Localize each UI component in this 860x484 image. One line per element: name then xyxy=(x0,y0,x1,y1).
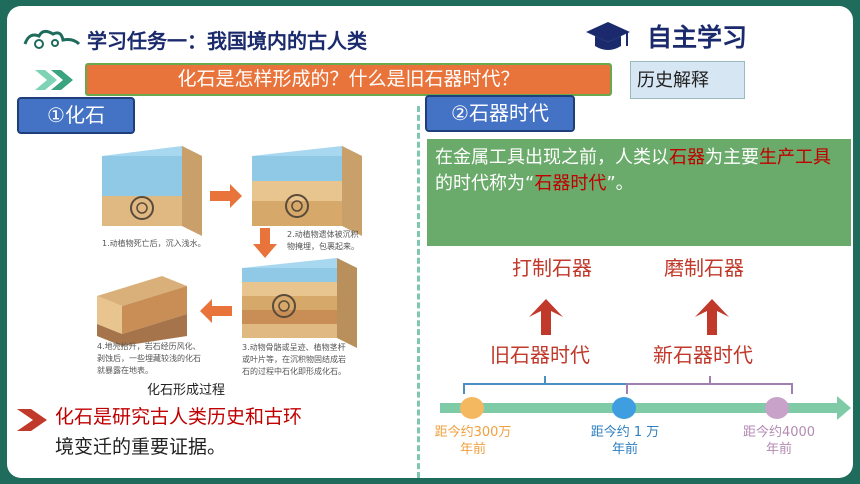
arrow-down-icon xyxy=(253,228,277,258)
timeline-label-10k: 距今约 1 万年前 xyxy=(590,425,660,457)
timeline-bar xyxy=(440,403,840,413)
timeline-point-10k xyxy=(612,397,636,419)
fossil-step-4-block xyxy=(97,276,187,346)
fossil-conclusion: 化石是研究古人类历史和古环 境变迁的重要证据。 xyxy=(55,402,405,462)
svg-text:就暴露在地表。: 就暴露在地表。 xyxy=(97,365,153,375)
hl-production-tools: 生产工具 xyxy=(759,147,831,168)
neolithic-era-label: 新石器时代 xyxy=(653,343,753,367)
hl-stone-age: 石器时代 xyxy=(534,173,607,194)
conclusion-red: 化石是研究古人类历史和古环 xyxy=(55,406,303,428)
timeline-brackets xyxy=(463,376,793,394)
svg-text:4.地壳抬升，岩石经历风化、: 4.地壳抬升，岩石经历风化、 xyxy=(97,341,201,351)
fossil-step-2-block xyxy=(252,146,362,236)
self-study-title: 自主学习 xyxy=(647,23,748,52)
up-arrow-icon xyxy=(695,299,729,335)
up-arrow-icon xyxy=(529,299,563,335)
double-chevron-icon xyxy=(35,70,73,90)
stone-age-definition: 在金属工具出现之前，人类以石器为主要生产工具的时代称为“石器时代”。 xyxy=(427,139,851,246)
chipped-stone-tools-label: 打制石器 xyxy=(512,256,592,280)
svg-text:3.动物骨骼或呈迹、植物茎杆: 3.动物骨骼或呈迹、植物茎杆 xyxy=(242,342,346,352)
section-divider xyxy=(417,106,420,478)
hl-stone-tools: 石器 xyxy=(669,147,705,168)
svg-text:或叶片等，在沉积物固结成岩: 或叶片等，在沉积物固结成岩 xyxy=(242,354,346,364)
question-banner: 化石是怎样形成的？什么是旧石器时代？ xyxy=(85,63,612,96)
timeline-point-3m xyxy=(460,397,484,419)
cloud-ornament-icon xyxy=(23,29,81,49)
task-title: 学习任务一：我国境内的古人类 xyxy=(87,29,367,53)
svg-text:剥蚀后，一些埋藏较浅的化石: 剥蚀后，一些埋藏较浅的化石 xyxy=(97,353,201,363)
history-interpretation-box: 历史解释 xyxy=(630,61,745,99)
fossil-step-2-text-line2: 物掩埋，包裹起来。 xyxy=(287,241,359,251)
arrow-right-icon xyxy=(210,184,242,208)
timeline-arrow-icon xyxy=(837,396,851,420)
conclusion-black: 境变迁的重要证据。 xyxy=(55,436,227,458)
red-chevron-icon xyxy=(17,409,47,431)
fossil-section-label: ①化石 xyxy=(17,97,135,134)
timeline-point-4000 xyxy=(765,397,789,419)
slide: 学习任务一：我国境内的古人类 自主学习 化石是怎样形成的？什么是旧石器时代？ 历… xyxy=(7,6,853,478)
fossil-step-1-text: 1.动植物死亡后，沉入浅水。 xyxy=(102,238,206,248)
fossil-step-2-text: 2.动植物遗体被沉积 xyxy=(287,229,359,239)
timeline-label-3m: 距今约300万年前 xyxy=(434,425,512,457)
fossil-step-3-block xyxy=(242,258,357,348)
paleolithic-era-label: 旧石器时代 xyxy=(490,343,590,367)
graduation-cap-icon xyxy=(586,22,630,50)
fossil-step-1-block xyxy=(102,146,202,236)
polished-stone-tools-label: 磨制石器 xyxy=(664,256,744,280)
figure-caption: 化石形成过程 xyxy=(147,383,226,398)
arrow-left-icon xyxy=(200,299,232,323)
svg-text:石的过程中石化即形成化石。: 石的过程中石化即形成化石。 xyxy=(242,366,346,376)
stone-age-section-label: ②石器时代 xyxy=(425,95,575,132)
fossil-formation-diagram: 1.动植物死亡后，沉入浅水。 2.动植物遗体被沉积 物掩埋，包裹起来。 xyxy=(97,146,362,376)
